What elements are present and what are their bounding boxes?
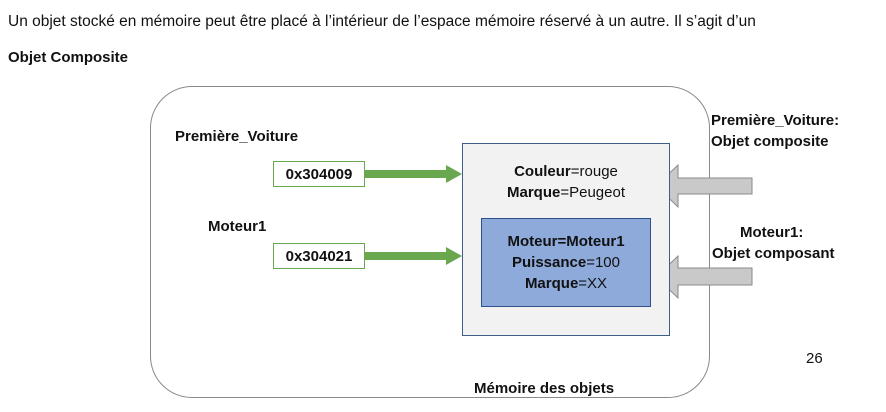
page-number: 26 bbox=[806, 350, 823, 367]
object-memory-area bbox=[150, 86, 710, 398]
composite-attr-couleur: Couleur=rouge bbox=[514, 163, 618, 180]
component-attr-moteur: Moteur=Moteur1 bbox=[507, 233, 625, 250]
intro-paragraph: Un objet stocké en mémoire peut être pla… bbox=[8, 13, 756, 30]
composite-object-term: Objet Composite bbox=[8, 49, 129, 66]
component-object-box: Moteur=Moteur1 Puissance=100 Marque=XX bbox=[481, 218, 651, 307]
address-box-moteur1: 0x304021 bbox=[273, 243, 365, 269]
reference-label-moteur1: Moteur1 bbox=[208, 218, 267, 235]
reference-label-premiere-voiture: Première_Voiture bbox=[175, 128, 299, 145]
annotation-component: Moteur1: Objet composant bbox=[712, 224, 835, 262]
reference-arrow-premiere-voiture bbox=[365, 165, 462, 183]
memory-caption: Mémoire des objets bbox=[474, 380, 615, 397]
component-attr-puissance: Puissance=100 bbox=[511, 254, 620, 271]
annotation-composite: Première_Voiture: Objet composite bbox=[711, 112, 840, 150]
annotation-arrow-composite bbox=[655, 163, 753, 209]
reference-arrow-moteur1 bbox=[365, 247, 462, 265]
composite-attr-marque: Marque=Peugeot bbox=[507, 184, 625, 201]
component-attr-marque: Marque=XX bbox=[524, 275, 608, 292]
address-box-premiere-voiture: 0x304009 bbox=[273, 161, 365, 187]
